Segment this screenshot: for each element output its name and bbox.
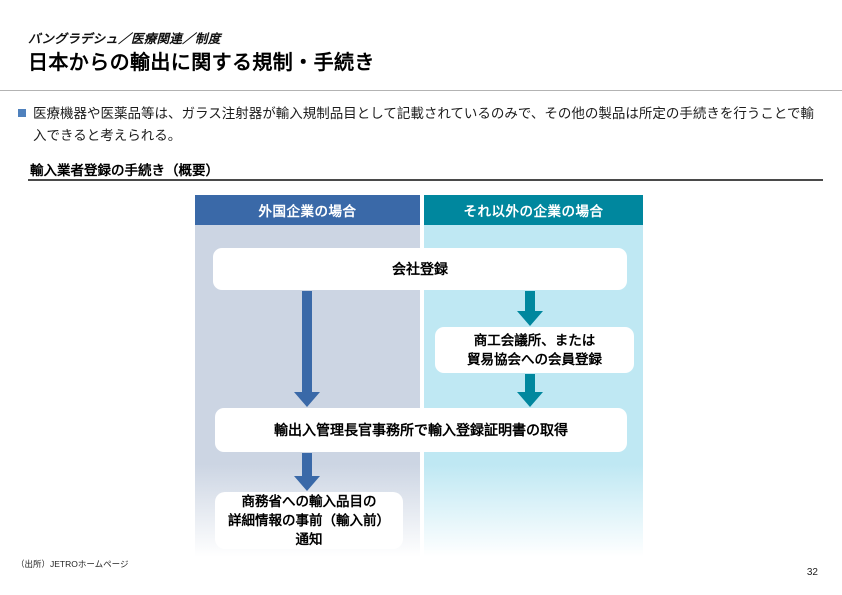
header-divider (0, 90, 842, 91)
step-prior-notice: 商務省への輸入品目の 詳細情報の事前（輸入前） 通知 (215, 492, 403, 549)
step-chamber-membership: 商工会議所、または 貿易協会への会員登録 (435, 327, 634, 373)
arrow-head (294, 392, 320, 407)
breadcrumb: バングラデシュ／医療関連／制度 (28, 32, 221, 46)
arrow-shaft (302, 291, 312, 392)
down-arrow-icon (517, 291, 543, 326)
step-company-registration: 会社登録 (213, 248, 627, 290)
step-prior-notice-line3: 通知 (295, 532, 323, 547)
section-underline (28, 179, 823, 181)
arrow-head (517, 311, 543, 326)
step-chamber-membership-line2: 貿易協会への会員登録 (467, 352, 602, 367)
arrow-shaft (302, 453, 312, 476)
arrow-shaft (525, 291, 535, 311)
down-arrow-icon (294, 291, 320, 407)
step-prior-notice-line2: 詳細情報の事前（輸入前） (228, 513, 390, 528)
source-note: （出所）JETROホームページ (16, 559, 129, 569)
column-header-foreign-company: 外国企業の場合 (195, 195, 420, 225)
section-heading: 輸入業者登録の手続き（概要） (30, 163, 219, 178)
step-import-certificate: 輸出入管理長官事務所で輸入登録証明書の取得 (215, 408, 627, 452)
import-registration-flowchart: 外国企業の場合 それ以外の企業の場合 会社登録 商工会議所、または 貿易協会への… (195, 195, 643, 567)
arrow-shaft (525, 374, 535, 392)
step-prior-notice-line1: 商務省への輸入品目の (241, 494, 377, 509)
page-title: 日本からの輸出に関する規制・手続き (28, 52, 375, 74)
down-arrow-icon (294, 453, 320, 491)
page-number: 32 (806, 567, 818, 578)
column-header-other-company: それ以外の企業の場合 (424, 195, 643, 225)
bullet-square-icon (18, 109, 26, 117)
arrow-head (294, 476, 320, 491)
summary-text: 医療機器や医薬品等は、ガラス注射器が輸入規制品目として記載されているのみで、その… (33, 106, 814, 143)
step-chamber-membership-line1: 商工会議所、または (473, 333, 596, 348)
arrow-head (517, 392, 543, 407)
down-arrow-icon (517, 374, 543, 407)
